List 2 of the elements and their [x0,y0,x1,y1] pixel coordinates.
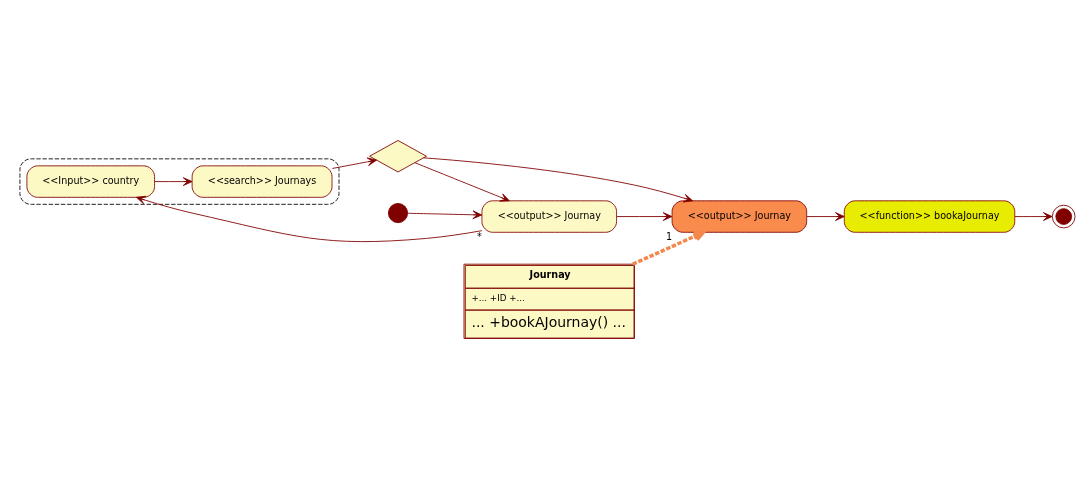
node-label: * [476,230,482,242]
node-label: 1 [665,230,673,242]
